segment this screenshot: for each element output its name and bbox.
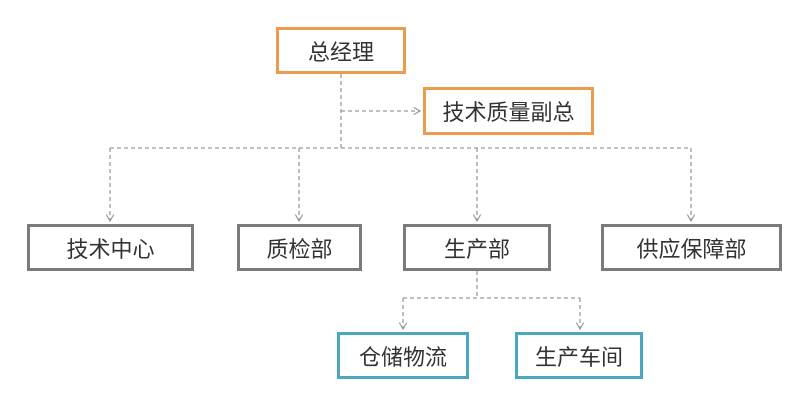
node-tech-quality-deputy-label: 技术质量副总 bbox=[442, 101, 575, 126]
node-production-workshop: 生产车间 bbox=[515, 332, 643, 379]
node-tech-center: 技术中心 bbox=[27, 224, 194, 271]
node-general-manager: 总经理 bbox=[276, 27, 406, 74]
node-quality-inspection-label: 质检部 bbox=[266, 237, 333, 263]
node-general-manager-label: 总经理 bbox=[307, 40, 374, 66]
node-production-label: 生产部 bbox=[443, 237, 510, 263]
node-warehouse-logistics-label: 仓储物流 bbox=[358, 345, 447, 371]
node-supply-support-label: 供应保障部 bbox=[636, 237, 747, 263]
node-production-workshop-label: 生产车间 bbox=[534, 345, 623, 371]
node-production: 生产部 bbox=[403, 224, 551, 271]
node-tech-center-label: 技术中心 bbox=[66, 237, 155, 263]
node-supply-support: 供应保障部 bbox=[601, 224, 782, 271]
node-tech-quality-deputy: 技术质量副总 bbox=[423, 87, 594, 135]
node-warehouse-logistics: 仓储物流 bbox=[337, 332, 469, 379]
node-quality-inspection: 质检部 bbox=[237, 224, 362, 271]
